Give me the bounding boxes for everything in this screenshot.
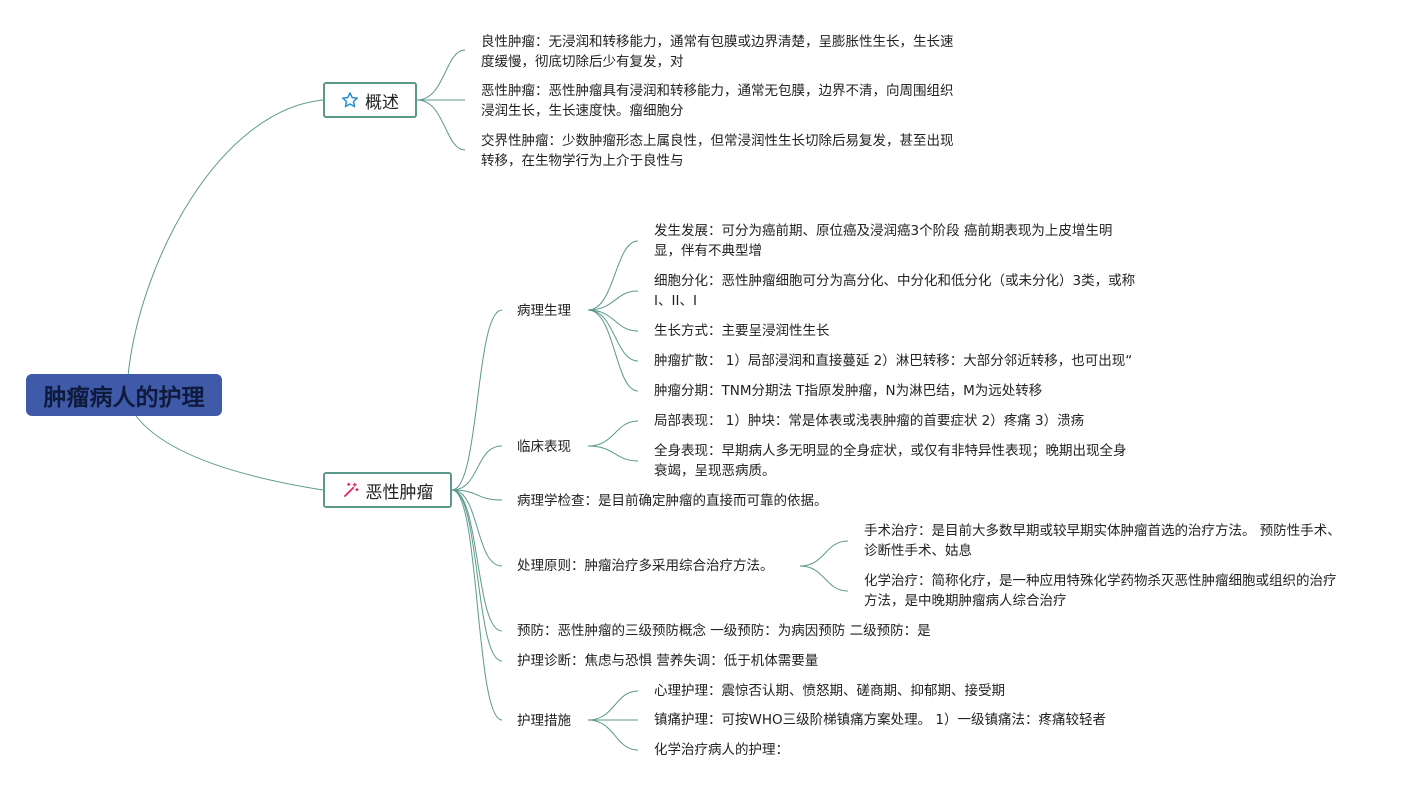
clinical-item[interactable]: 局部表现： 1）肿块：常是体表或浅表肿瘤的首要症状 2）疼痛 3）溃疡 — [654, 413, 1085, 429]
malignant-label: 恶性肿瘤 — [365, 482, 434, 503]
overview-item-benign[interactable]: 良性肿瘤：无浸润和转移能力，通常有包膜或边界清楚，呈膨胀性生长，生长速度缓慢，彻… — [481, 34, 954, 70]
overview-topic[interactable]: 概述 — [323, 82, 417, 118]
star-icon — [341, 91, 359, 109]
treatment-topic[interactable]: 处理原则：肿瘤治疗多采用综合治疗方法。 — [517, 558, 774, 574]
pathophysiology-topic[interactable]: 病理生理 — [517, 303, 571, 319]
root-topic[interactable]: 肿瘤病人的护理 — [26, 374, 222, 416]
nursing-item[interactable]: 镇痛护理：可按WHO三级阶梯镇痛方案处理。 1）一级镇痛法：疼痛较轻者 — [654, 712, 1107, 728]
root-label: 肿瘤病人的护理 — [43, 385, 205, 411]
clinical-topic[interactable]: 临床表现 — [517, 439, 571, 455]
clinical-item[interactable]: 全身表现：早期病人多无明显的全身症状，或仅有非特异性表现；晚期出现全身衰竭，呈现… — [654, 443, 1127, 479]
overview-item-malignant[interactable]: 恶性肿瘤：恶性肿瘤具有浸润和转移能力，通常无包膜，边界不清，向周围组织浸润生长，… — [481, 83, 954, 119]
malignant-topic[interactable]: 恶性肿瘤 — [323, 472, 452, 508]
pathology-exam-topic[interactable]: 病理学检查：是目前确定肿瘤的直接而可靠的依据。 — [517, 493, 828, 509]
magic-wand-icon — [342, 481, 360, 499]
treatment-item-surgery[interactable]: 手术治疗：是目前大多数早期或较早期实体肿瘤首选的治疗方法。 预防性手术、诊断性手… — [864, 523, 1341, 559]
nursing-measures-topic[interactable]: 护理措施 — [517, 713, 571, 729]
prevention-topic[interactable]: 预防：恶性肿瘤的三级预防概念 一级预防：为病因预防 二级预防：是 — [517, 623, 931, 639]
overview-label: 概述 — [365, 92, 399, 113]
pathophysiology-item[interactable]: 肿瘤扩散： 1）局部浸润和直接蔓延 2）淋巴转移：大部分邻近转移，也可出现“ — [654, 353, 1133, 369]
pathophysiology-item[interactable]: 肿瘤分期：TNM分期法 T指原发肿瘤，N为淋巴结，M为远处转移 — [654, 383, 1043, 399]
pathophysiology-item[interactable]: 发生发展：可分为癌前期、原位癌及浸润癌3个阶段 癌前期表现为上皮增生明显，伴有不… — [654, 223, 1113, 259]
nursing-item[interactable]: 心理护理：震惊否认期、愤怒期、磋商期、抑郁期、接受期 — [654, 683, 1005, 699]
nursing-item[interactable]: 化学治疗病人的护理： — [654, 742, 789, 758]
nursing-diagnosis-topic[interactable]: 护理诊断：焦虑与恐惧 营养失调：低于机体需要量 — [517, 653, 819, 669]
pathophysiology-item[interactable]: 生长方式：主要呈浸润性生长 — [654, 323, 830, 339]
overview-item-borderline[interactable]: 交界性肿瘤：少数肿瘤形态上属良性，但常浸润性生长切除后易复发，甚至出现转移，在生… — [481, 133, 954, 169]
treatment-item-chemo[interactable]: 化学治疗：简称化疗，是一种应用特殊化学药物杀灭恶性肿瘤细胞或组织的治疗方法，是中… — [864, 573, 1337, 609]
